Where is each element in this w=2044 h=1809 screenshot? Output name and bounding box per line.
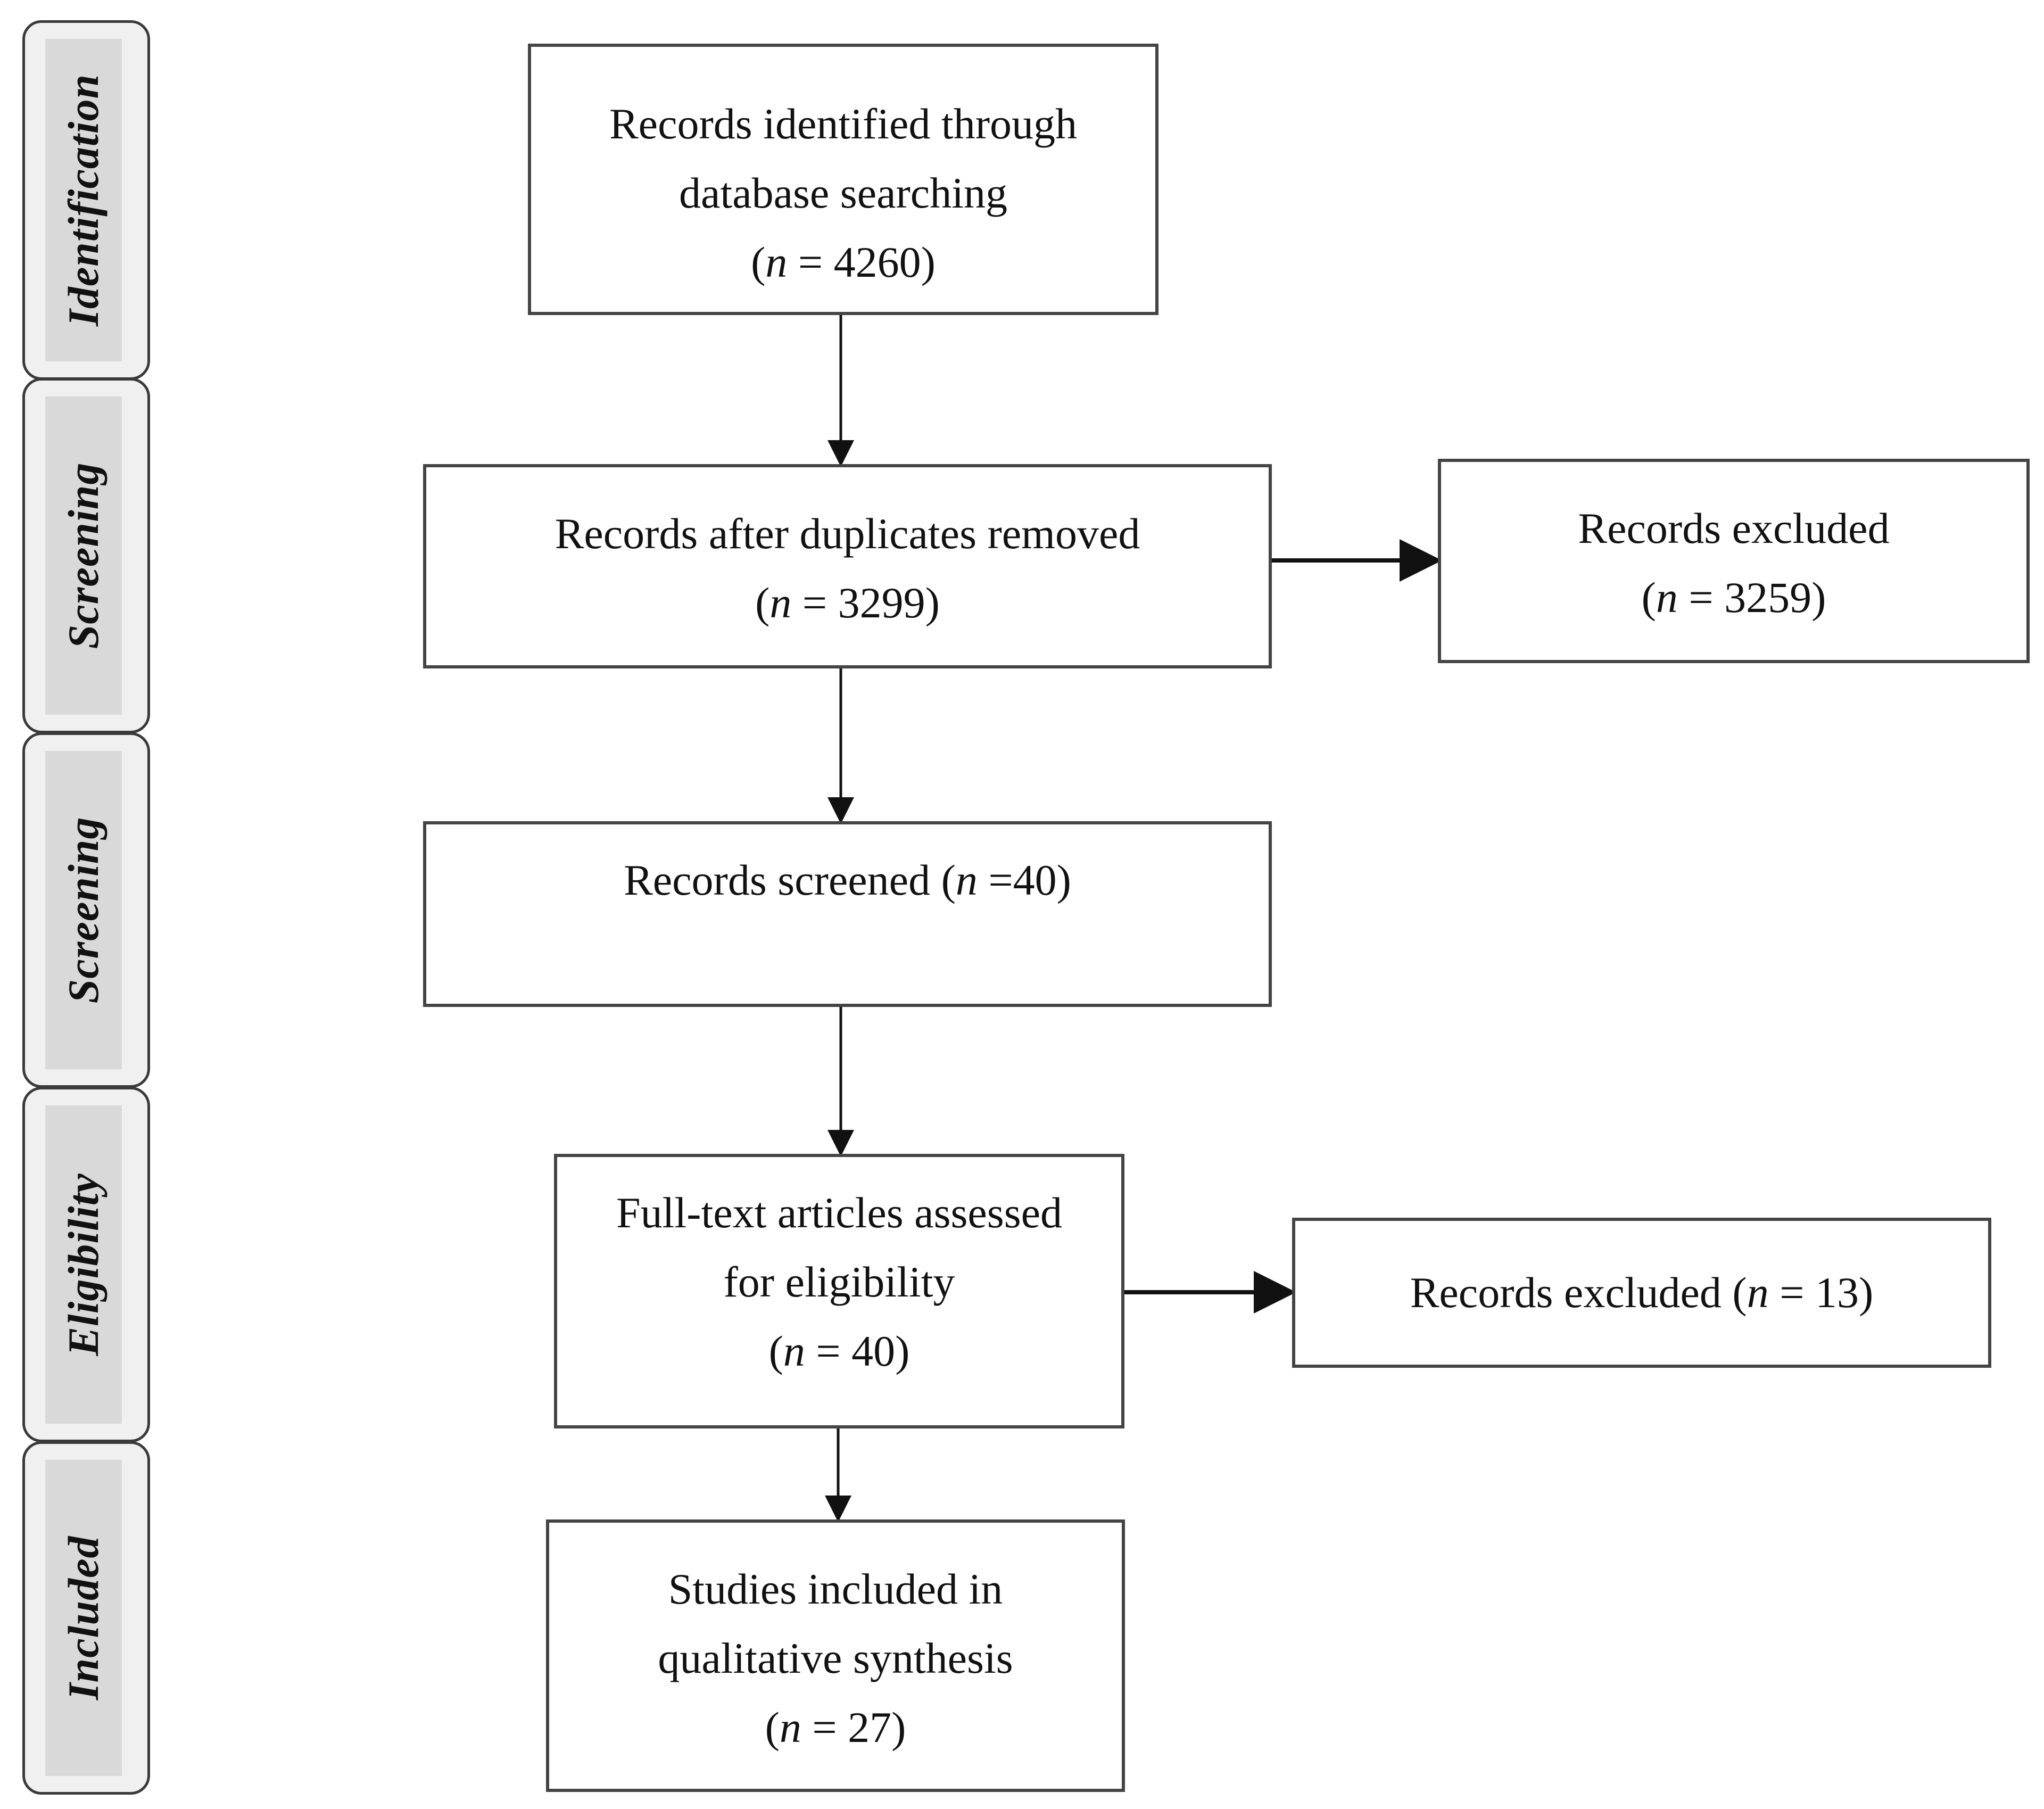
stage-label-background: Screening xyxy=(45,397,122,715)
count-text: (n = 3259) xyxy=(1641,573,1826,622)
stage-label-background: Included xyxy=(45,1460,122,1776)
box-line: for eligibility xyxy=(723,1258,955,1306)
box-records-screened: Records screened (n =40) xyxy=(423,821,1272,1007)
count-text: Records screened (n =40) xyxy=(624,856,1071,904)
box-line: Records identified through xyxy=(609,100,1078,148)
count-text: (n = 40) xyxy=(768,1327,910,1375)
count-text: (n = 3299) xyxy=(755,579,940,627)
box-line: Records excluded xyxy=(1578,504,1890,552)
stage-label-background: Eligibility xyxy=(45,1105,122,1424)
box-records-identified: Records identified through database sear… xyxy=(528,44,1158,315)
box-line: qualitative synthesis xyxy=(658,1634,1013,1682)
box-records-after-duplicates: Records after duplicates removed (n = 32… xyxy=(423,464,1272,668)
stage-screening-2: Screening xyxy=(22,732,150,1088)
count-text: Records excluded (n = 13) xyxy=(1410,1268,1874,1317)
box-line: Records after duplicates removed xyxy=(555,509,1140,558)
stage-identification: Identification xyxy=(22,20,150,380)
stage-screening-1: Screening xyxy=(22,378,150,733)
stage-eligibility: Eligibility xyxy=(22,1087,150,1442)
box-line: Full-text articles assessed xyxy=(616,1188,1063,1237)
stage-label-background: Identification xyxy=(45,39,122,361)
count-text: (n = 27) xyxy=(765,1703,906,1752)
box-fulltext-assessed: Full-text articles assessed for eligibil… xyxy=(554,1154,1124,1428)
box-records-excluded-screening: Records excluded (n = 3259) xyxy=(1438,459,2030,663)
stage-included: Included xyxy=(22,1441,150,1795)
count-text: (n = 4260) xyxy=(751,238,936,286)
box-line: database searching xyxy=(679,169,1007,217)
stage-label-background: Screening xyxy=(45,751,122,1069)
box-records-excluded-eligibility: Records excluded (n = 13) xyxy=(1292,1218,1991,1368)
box-studies-included: Studies included in qualitative synthesi… xyxy=(546,1519,1125,1792)
box-line: Studies included in xyxy=(668,1565,1003,1613)
